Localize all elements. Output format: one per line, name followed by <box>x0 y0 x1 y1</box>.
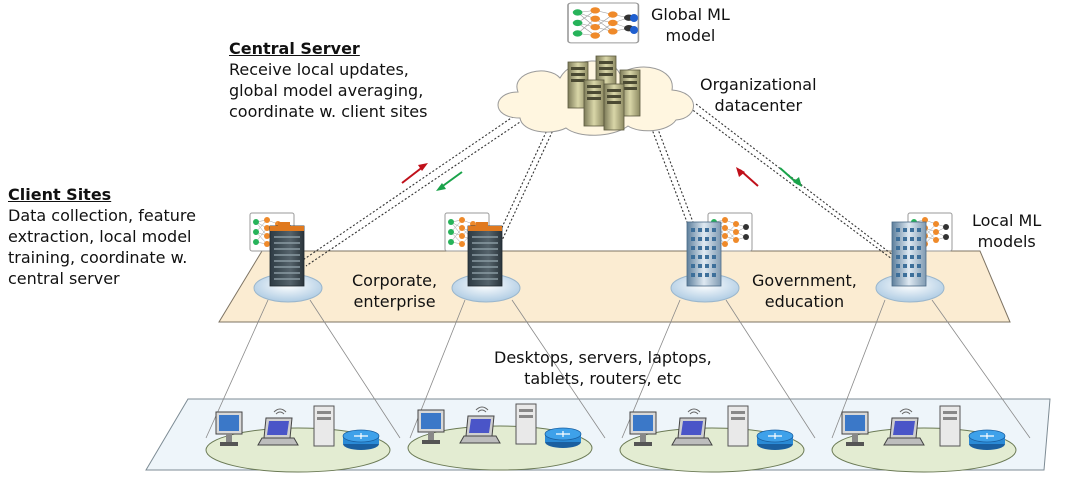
global-nn-output-nodes <box>630 14 638 34</box>
local-models-line: Local ML <box>972 211 1042 230</box>
client-sites-line: central server <box>8 269 120 288</box>
communication-links <box>299 103 903 267</box>
government-line: Government, <box>752 271 857 290</box>
central-server-heading: Central Server <box>229 39 360 58</box>
client-sites-line: extraction, local model <box>8 227 192 246</box>
corporate-line: enterprise <box>353 292 436 311</box>
download-arrow-left <box>436 171 463 191</box>
client-sites-block: Client Sites Data collection, feature ex… <box>8 184 196 289</box>
central-server-block: Central Server Receive local updates, gl… <box>229 38 427 122</box>
corporate-label: Corporate, enterprise <box>352 270 437 312</box>
government-label: Government, education <box>752 270 857 312</box>
central-server-line: coordinate w. client sites <box>229 102 428 121</box>
devices-line: Desktops, servers, laptops, <box>494 348 712 367</box>
upload-arrow-right <box>736 167 759 187</box>
central-server-line: Receive local updates, <box>229 60 409 79</box>
global-model-label: Global ML model <box>651 4 730 46</box>
local-models-line: models <box>977 232 1036 251</box>
devices-line: tablets, routers, etc <box>524 369 682 388</box>
datacenter-line: Organizational <box>700 75 817 94</box>
upload-arrow-left <box>401 163 428 184</box>
client-sites-line: training, coordinate w. <box>8 248 188 267</box>
central-server-line: global model averaging, <box>229 81 424 100</box>
global-model-line: Global ML <box>651 5 730 24</box>
client-sites-heading: Client Sites <box>8 185 112 204</box>
government-line: education <box>764 292 845 311</box>
datacenter-label: Organizational datacenter <box>700 74 817 116</box>
corporate-line: Corporate, <box>352 271 438 290</box>
devices-label: Desktops, servers, laptops, tablets, rou… <box>494 347 712 389</box>
global-model-line: model <box>665 26 716 45</box>
datacenter-line: datacenter <box>714 96 803 115</box>
client-sites-line: Data collection, feature <box>8 206 196 225</box>
download-arrow-right <box>779 167 802 187</box>
local-models-label: Local ML models <box>972 210 1041 252</box>
neural-network-icon <box>567 2 640 44</box>
